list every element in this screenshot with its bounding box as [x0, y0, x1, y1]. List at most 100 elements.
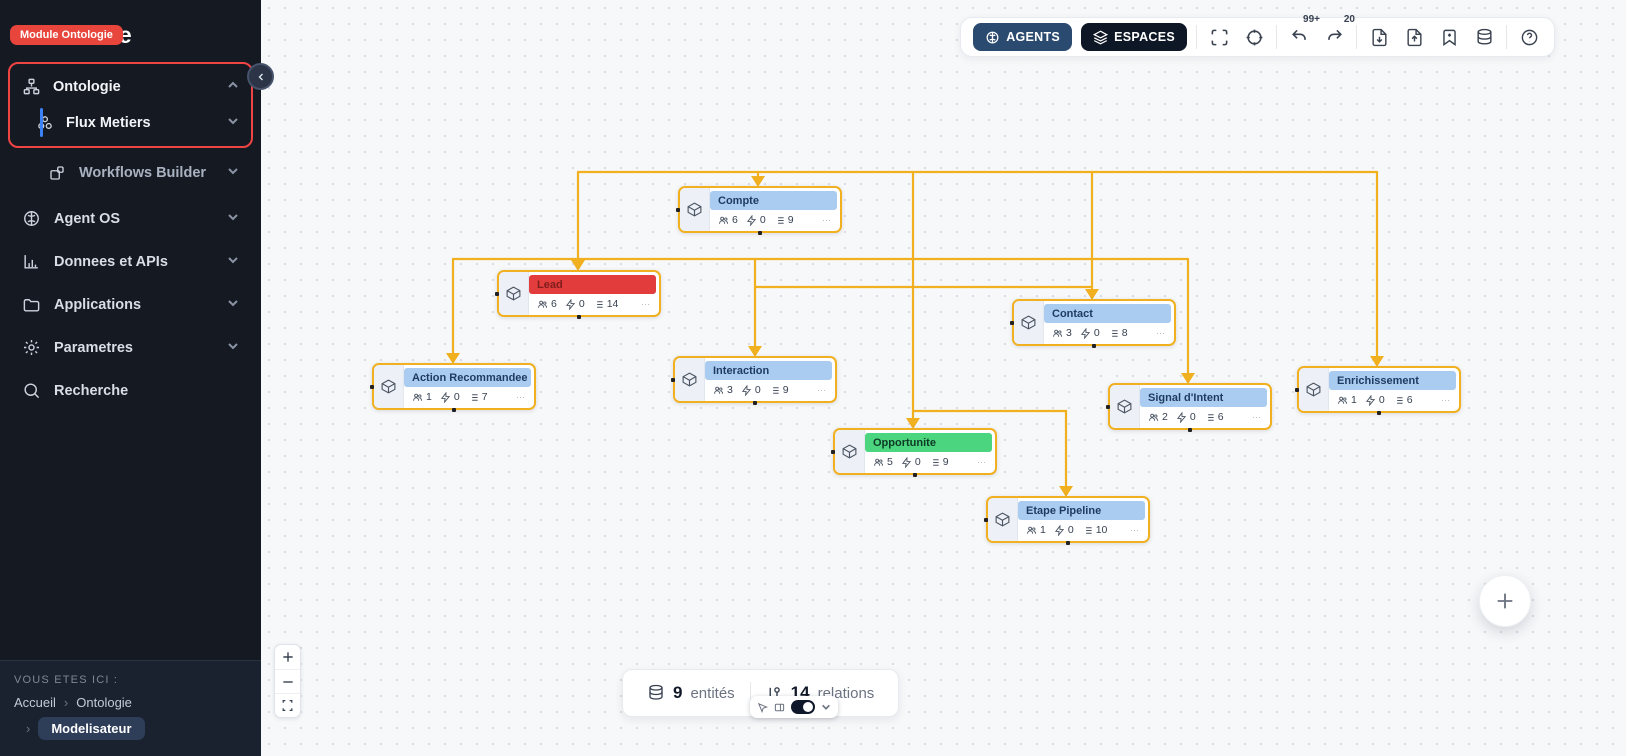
node-header: Contact	[1044, 304, 1171, 323]
toolbar-divider	[1506, 25, 1507, 49]
node-menu-dots[interactable]: ⋯	[516, 391, 526, 402]
node-body: Signal d'Intent 2 0 6 ⋯	[1140, 385, 1270, 428]
users-stat: 6	[537, 298, 557, 310]
fullscreen-button[interactable]	[1206, 24, 1232, 50]
users-stat: 2	[1148, 411, 1168, 423]
node-stats: 3 0 8 ⋯	[1044, 323, 1174, 344]
database-button[interactable]	[1471, 24, 1497, 50]
pointer-icon[interactable]	[757, 702, 768, 713]
node-body: Action Recommandee 1 0 7 ⋯	[404, 365, 534, 408]
cube-icon	[835, 430, 865, 473]
list-stat: 14	[593, 298, 618, 310]
users-icon	[714, 386, 723, 394]
node-menu-dots[interactable]: ⋯	[1156, 327, 1166, 338]
espaces-button[interactable]: ESPACES	[1081, 23, 1187, 51]
crosshair-button[interactable]	[1241, 24, 1267, 50]
sidebar-item-parametres[interactable]: Parametres	[0, 326, 261, 369]
toggle-knob	[803, 702, 813, 712]
node-menu-dots[interactable]: ⋯	[641, 298, 651, 309]
list-icon	[770, 386, 779, 394]
sidebar-item-workflows-builder[interactable]: Workflows Builder	[0, 153, 261, 193]
file-export-button[interactable]	[1366, 24, 1392, 50]
list-stat: 9	[769, 384, 789, 396]
node-header: Etape Pipeline	[1018, 501, 1145, 520]
bookmark-plus-button[interactable]	[1436, 24, 1462, 50]
entity-node[interactable]: Enrichissement 1 0 6 ⋯	[1295, 366, 1461, 415]
node-body: Contact 3 0 8 ⋯	[1044, 301, 1174, 344]
chevron-down-icon[interactable]	[227, 254, 239, 270]
chevron-down-icon[interactable]	[821, 702, 831, 712]
sidebar-item-label: Applications	[54, 296, 142, 313]
node-title: Compte	[718, 195, 759, 207]
node-menu-dots[interactable]: ⋯	[817, 384, 827, 395]
breadcrumb-accueil[interactable]: Accueil	[14, 695, 56, 710]
display-toggle[interactable]	[791, 700, 815, 714]
brain-icon	[22, 209, 41, 228]
agents-button[interactable]: AGENTS	[973, 23, 1073, 51]
list-icon	[594, 300, 603, 308]
entity-node[interactable]: Lead 6 0 14 ⋯	[495, 270, 661, 319]
chevron-down-icon[interactable]	[227, 165, 239, 181]
chevron-down-icon[interactable]	[227, 297, 239, 313]
entity-node[interactable]: Opportunite 5 0 9 ⋯	[831, 428, 997, 477]
sidebar-item-recherche[interactable]: Recherche	[0, 369, 261, 412]
breadcrumb-separator: ›	[63, 695, 69, 710]
entity-node[interactable]: Action Recommandee 1 0 7 ⋯	[370, 363, 536, 412]
panel-toggle-icon[interactable]	[774, 702, 785, 713]
zoom-out-button[interactable]	[275, 669, 300, 693]
zap-icon	[746, 214, 756, 226]
diagram-canvas[interactable]: Compte 6 0 9 ⋯	[261, 0, 1626, 756]
toolbar-divider	[1356, 25, 1357, 49]
node-title: Signal d'Intent	[1148, 392, 1224, 404]
node-stats: 1 0 10 ⋯	[1018, 520, 1148, 541]
zoom-in-button[interactable]	[275, 645, 300, 669]
undo-button[interactable]: 99+	[1286, 14, 1320, 50]
cube-icon	[374, 365, 404, 408]
chevron-down-icon[interactable]	[227, 115, 239, 131]
chevron-down-icon[interactable]	[227, 340, 239, 356]
fit-view-button[interactable]	[275, 693, 300, 717]
cube-icon	[1110, 385, 1140, 428]
node-header: Opportunite	[865, 433, 992, 452]
node-menu-dots[interactable]: ⋯	[822, 214, 832, 225]
entity-node[interactable]: Etape Pipeline 1 0 10 ⋯	[984, 496, 1150, 545]
list-stat: 9	[774, 214, 794, 226]
chevron-up-icon[interactable]	[227, 79, 239, 95]
node-menu-dots[interactable]: ⋯	[977, 456, 987, 467]
entity-node[interactable]: Interaction 3 0 9 ⋯	[671, 356, 837, 405]
sidebar-item-applications[interactable]: Applications	[0, 283, 261, 326]
entity-node[interactable]: Signal d'Intent 2 0 6 ⋯	[1106, 383, 1272, 432]
sidebar-item-donnees-apis[interactable]: Donnees et APIs	[0, 240, 261, 283]
node-menu-dots[interactable]: ⋯	[1441, 394, 1451, 405]
toolbar-divider	[1196, 25, 1197, 49]
entity-node[interactable]: Contact 3 0 8 ⋯	[1010, 299, 1176, 348]
node-body: Compte 6 0 9 ⋯	[710, 188, 840, 231]
node-menu-dots[interactable]: ⋯	[1252, 411, 1262, 422]
active-guide-bar	[40, 108, 43, 137]
breadcrumb-separator: ›	[26, 721, 31, 736]
entity-node[interactable]: Compte 6 0 9 ⋯	[676, 186, 842, 235]
chevron-down-icon[interactable]	[227, 211, 239, 227]
node-title: Action Recommandee	[412, 372, 528, 384]
node-menu-dots[interactable]: ⋯	[1130, 524, 1140, 535]
node-stats: 6 0 9 ⋯	[710, 210, 840, 231]
sidebar-item-flux-metiers[interactable]: Flux Metiers	[10, 105, 251, 140]
add-entity-button[interactable]	[1479, 575, 1531, 627]
zap-stat: 0	[741, 384, 761, 396]
entities-count: 9	[673, 683, 683, 702]
users-icon	[1053, 329, 1062, 337]
zap-icon	[901, 456, 911, 468]
sidebar-item-ontologie[interactable]: Ontologie	[10, 68, 251, 105]
file-import-button[interactable]	[1401, 24, 1427, 50]
sidebar-item-agent-os[interactable]: Agent OS	[0, 197, 261, 240]
sidebar-collapse-button[interactable]	[247, 63, 274, 90]
sidebar-item-label: Recherche	[54, 382, 129, 399]
breadcrumb-modelisateur[interactable]: Modelisateur	[38, 717, 145, 740]
sidebar-item-label: Donnees et APIs	[54, 253, 168, 270]
help-button[interactable]	[1516, 24, 1542, 50]
undo-count-badge: 99+	[1303, 14, 1320, 25]
location-label: VOUS ETES ICI :	[14, 674, 119, 686]
redo-button[interactable]: 20	[1321, 14, 1355, 50]
users-icon	[874, 458, 883, 466]
breadcrumb-ontologie[interactable]: Ontologie	[76, 695, 132, 710]
